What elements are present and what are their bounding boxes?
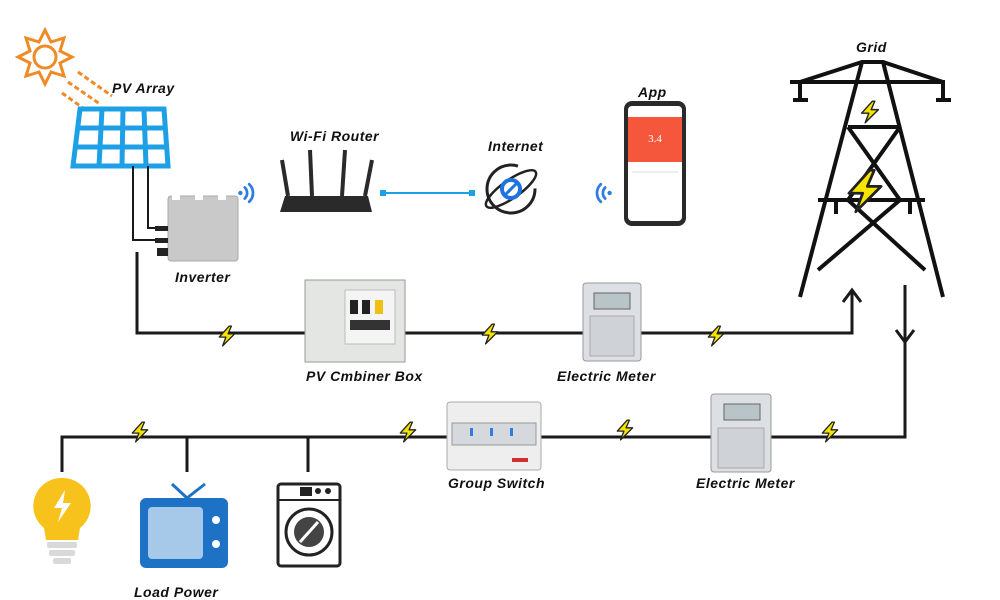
washing-machine-icon: [276, 482, 342, 568]
inverter-wifi-icon: [236, 182, 255, 204]
wifi-router-icon: [280, 149, 374, 212]
app-value: 3.4: [648, 133, 662, 145]
internet-globe-icon: [484, 163, 538, 215]
pv-array-label: PV Array: [112, 80, 175, 96]
grid-tower-icon: [790, 60, 951, 298]
network-link: [380, 190, 475, 196]
electric-meter-2-device: [710, 393, 772, 473]
app-wifi-icon: [595, 182, 614, 204]
tv-icon: [140, 482, 228, 568]
bolt-icon: [218, 325, 236, 347]
sun-icon: [14, 26, 113, 115]
feed-in-line: [135, 252, 863, 335]
electric-meter-1-device: [582, 282, 642, 362]
group-switch-device: [446, 401, 542, 471]
group-switch-label: Group Switch: [448, 475, 545, 491]
load-power-label: Load Power: [134, 584, 219, 600]
tower-bolt-icon-small: [860, 100, 880, 124]
wifi-router-label: Wi-Fi Router: [290, 128, 380, 144]
light-bulb-icon: [33, 477, 91, 564]
bolt-icon: [131, 421, 149, 443]
grid-label: Grid: [856, 39, 887, 55]
internet-label: Internet: [488, 138, 544, 154]
electric-meter-1-label: Electric Meter: [557, 368, 657, 384]
combiner-box-device: [304, 279, 406, 363]
smartphone-app-icon: 3.4: [624, 101, 686, 226]
app-label: App: [637, 84, 667, 100]
bolt-icon: [821, 421, 839, 443]
electric-meter-2-label: Electric Meter: [696, 475, 796, 491]
combiner-box-label: PV Cmbiner Box: [306, 368, 423, 384]
solar-panel-icon: [70, 106, 171, 169]
bolt-icon: [707, 325, 725, 347]
inverter-device: [155, 190, 239, 262]
inverter-label: Inverter: [175, 269, 231, 285]
bolt-icon: [481, 323, 499, 345]
bolt-icon: [399, 421, 417, 443]
